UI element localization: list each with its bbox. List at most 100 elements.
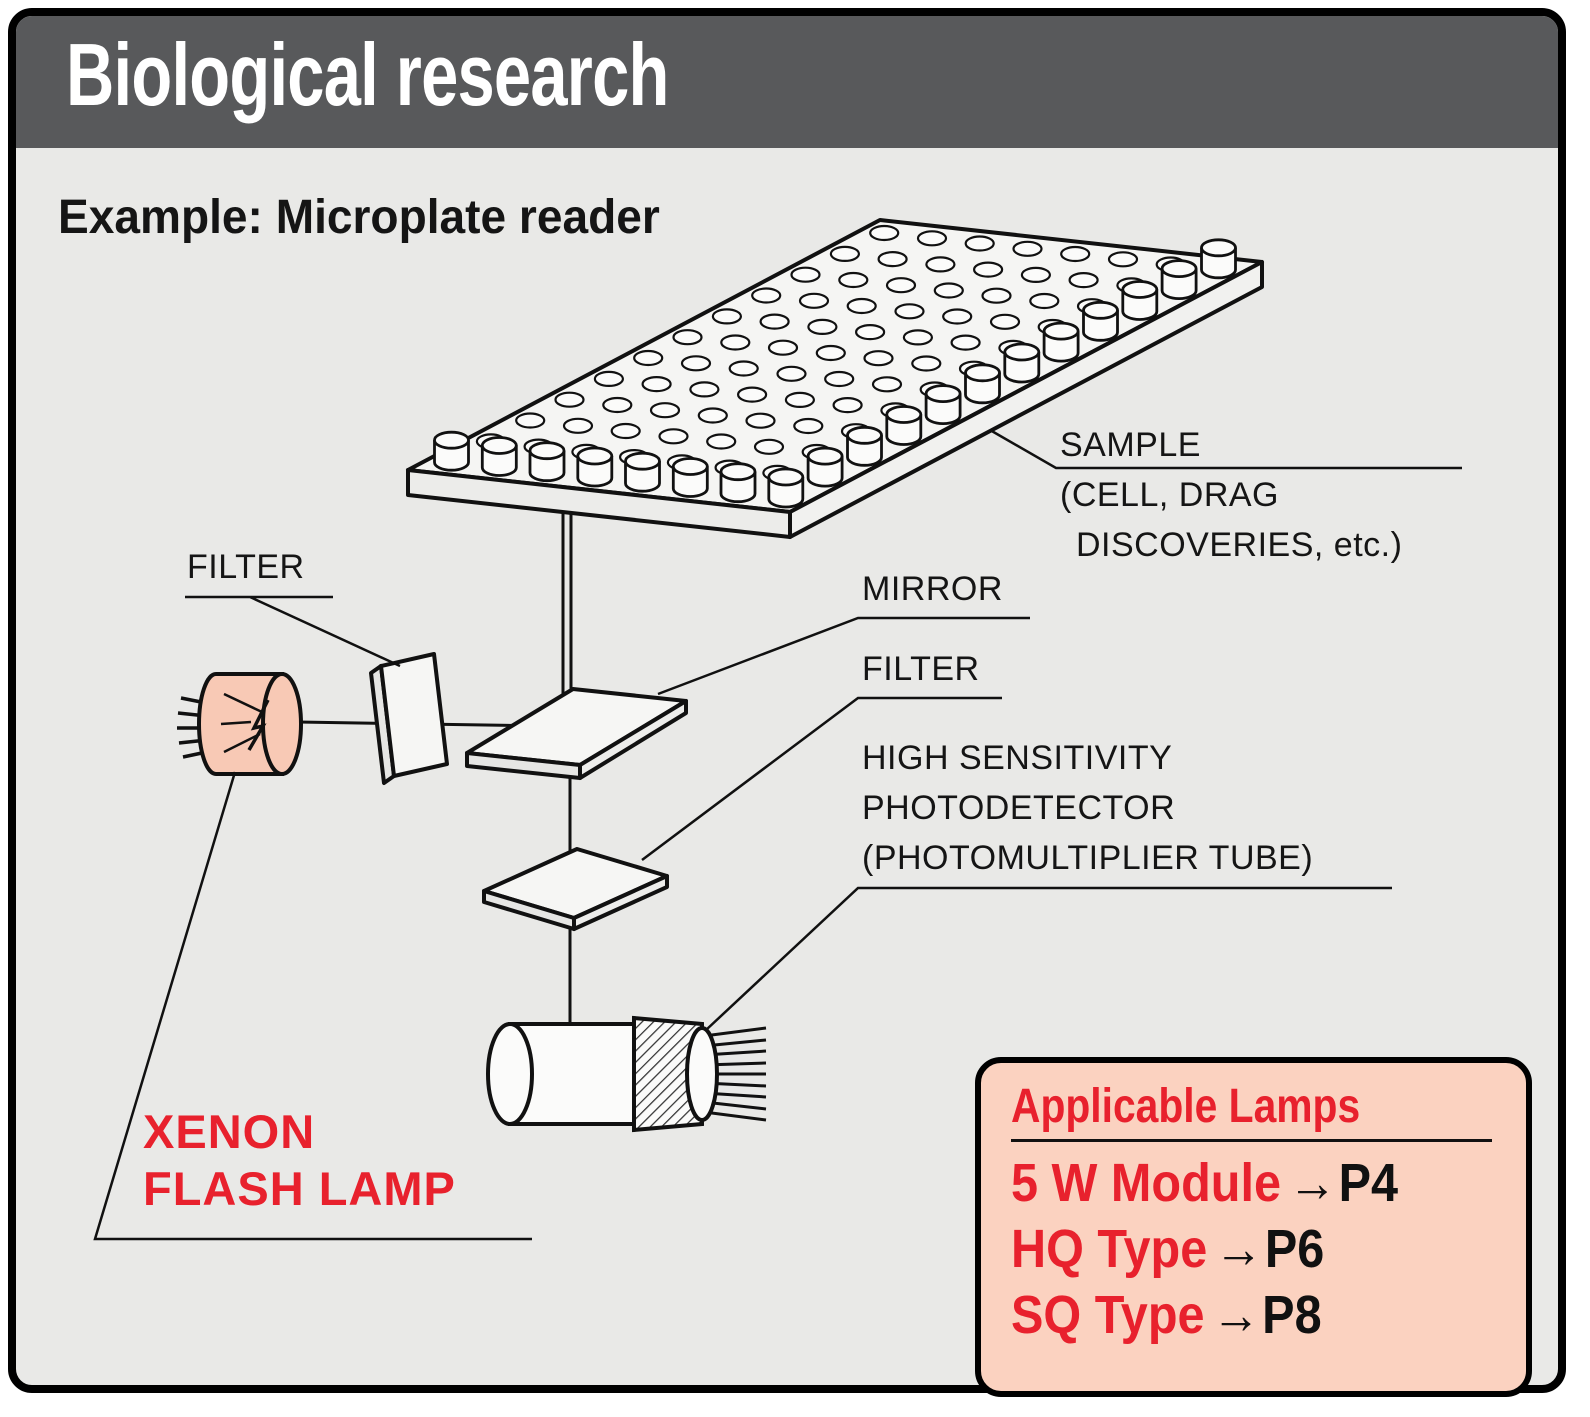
- edge-well-cup: [671, 457, 709, 498]
- well: [784, 391, 816, 408]
- sample-leader: [989, 428, 1462, 470]
- mirror-shape: [465, 687, 688, 780]
- well: [877, 251, 908, 268]
- mirror-right-edge: [578, 699, 688, 780]
- well: [829, 245, 861, 262]
- edge-well-cup: [767, 467, 805, 509]
- well: [1060, 245, 1091, 263]
- edge-well-cup: [528, 441, 566, 483]
- lamp-item-hq-type: HQ Type → P6: [1011, 1216, 1453, 1282]
- lamp-front-face: [261, 672, 303, 776]
- well: [736, 386, 768, 403]
- well: [633, 349, 664, 367]
- pmt-left-end: [486, 1022, 534, 1126]
- applicable-lamps-title: Applicable Lamps: [1011, 1080, 1361, 1133]
- filter-right-label: FILTER: [862, 650, 980, 688]
- header-bar: Biological research: [16, 16, 1558, 148]
- well: [593, 370, 625, 387]
- pmt-right-end: [685, 1026, 719, 1122]
- well: [933, 282, 964, 299]
- well: [793, 417, 824, 435]
- edge-well-cup: [624, 451, 661, 493]
- well: [981, 287, 1012, 304]
- well: [753, 438, 785, 455]
- well: [610, 422, 641, 440]
- well: [1012, 240, 1043, 257]
- filter-2-right-edge: [572, 874, 669, 931]
- well: [751, 287, 782, 304]
- well: [562, 417, 594, 434]
- lamp-electrode-glyph: [220, 692, 270, 754]
- edge-well-cup: [719, 462, 757, 504]
- xenon-flash-lamp-shape: [177, 672, 303, 776]
- detector-leader: [705, 886, 1392, 1031]
- well: [689, 381, 720, 398]
- mirror-leader: [657, 616, 1030, 696]
- well: [863, 350, 894, 367]
- well: [798, 292, 830, 309]
- lamp-name: HQ Type: [1011, 1219, 1208, 1279]
- well: [885, 277, 917, 294]
- example-title: Example: Microplate reader: [58, 191, 660, 244]
- well: [767, 339, 799, 356]
- edge-well-cup: [885, 405, 923, 446]
- well: [925, 256, 956, 273]
- edge-well-cup: [924, 384, 962, 425]
- photodetector-label: HIGH SENSITIVITY PHOTODETECTOR (PHOTOMUL…: [862, 733, 1313, 883]
- well: [745, 412, 776, 429]
- lamp-name: SQ Type: [1011, 1285, 1205, 1345]
- filter-left-label: FILTER: [187, 548, 305, 586]
- microplate-edge-well-cups: [433, 238, 1237, 509]
- well: [815, 344, 846, 362]
- well: [838, 271, 869, 289]
- edge-well-cup: [1082, 300, 1119, 342]
- filter-2-shape: [482, 847, 669, 931]
- microplate: [406, 218, 1264, 539]
- leader-lines: [93, 428, 1462, 1241]
- well: [902, 329, 934, 346]
- right-arrow-icon: →: [1288, 1153, 1337, 1213]
- edge-well-cup: [1200, 238, 1237, 280]
- well: [1068, 272, 1099, 289]
- well: [854, 324, 886, 341]
- pmt-socket-band: [632, 1015, 704, 1133]
- lamp-name: 5 W Module: [1011, 1153, 1281, 1213]
- well: [846, 297, 877, 315]
- well: [515, 412, 546, 429]
- well: [972, 261, 1004, 278]
- photodetector-label-line2: PHOTODETECTOR: [862, 789, 1176, 827]
- well: [649, 402, 681, 419]
- filter-1-front-face: [379, 652, 449, 778]
- well: [911, 355, 942, 372]
- applicable-lamps-panel: Applicable Lamps 5 W Module → P4 HQ Type…: [975, 1057, 1532, 1397]
- well: [1029, 292, 1060, 310]
- mirror-label: MIRROR: [862, 570, 1003, 608]
- page-ref: P4: [1338, 1153, 1399, 1213]
- well: [869, 224, 900, 242]
- microplate-right-face: [788, 260, 1264, 539]
- well: [1020, 266, 1052, 283]
- well: [790, 266, 821, 283]
- well: [824, 370, 855, 388]
- filter-1-shape: [369, 652, 449, 785]
- microplate-wells-grid: [475, 224, 1186, 481]
- edge-well-cup: [846, 425, 883, 467]
- sample-label-line3: DISCOVERIES, etc.): [1076, 526, 1403, 564]
- well: [964, 235, 995, 252]
- well: [894, 303, 925, 320]
- well: [832, 397, 863, 414]
- edge-well-cup: [1121, 280, 1159, 321]
- well: [871, 376, 903, 393]
- well: [942, 308, 973, 325]
- edge-well-cup: [1160, 259, 1198, 300]
- well: [672, 329, 703, 346]
- sample-label: SAMPLE (CELL, DRAG DISCOVERIES, etc.): [1060, 420, 1402, 570]
- well: [706, 433, 737, 450]
- edge-well-cup: [433, 430, 470, 472]
- well: [711, 308, 743, 325]
- well: [989, 313, 1021, 330]
- sample-label-line1: SAMPLE: [1060, 426, 1201, 464]
- well: [776, 365, 807, 382]
